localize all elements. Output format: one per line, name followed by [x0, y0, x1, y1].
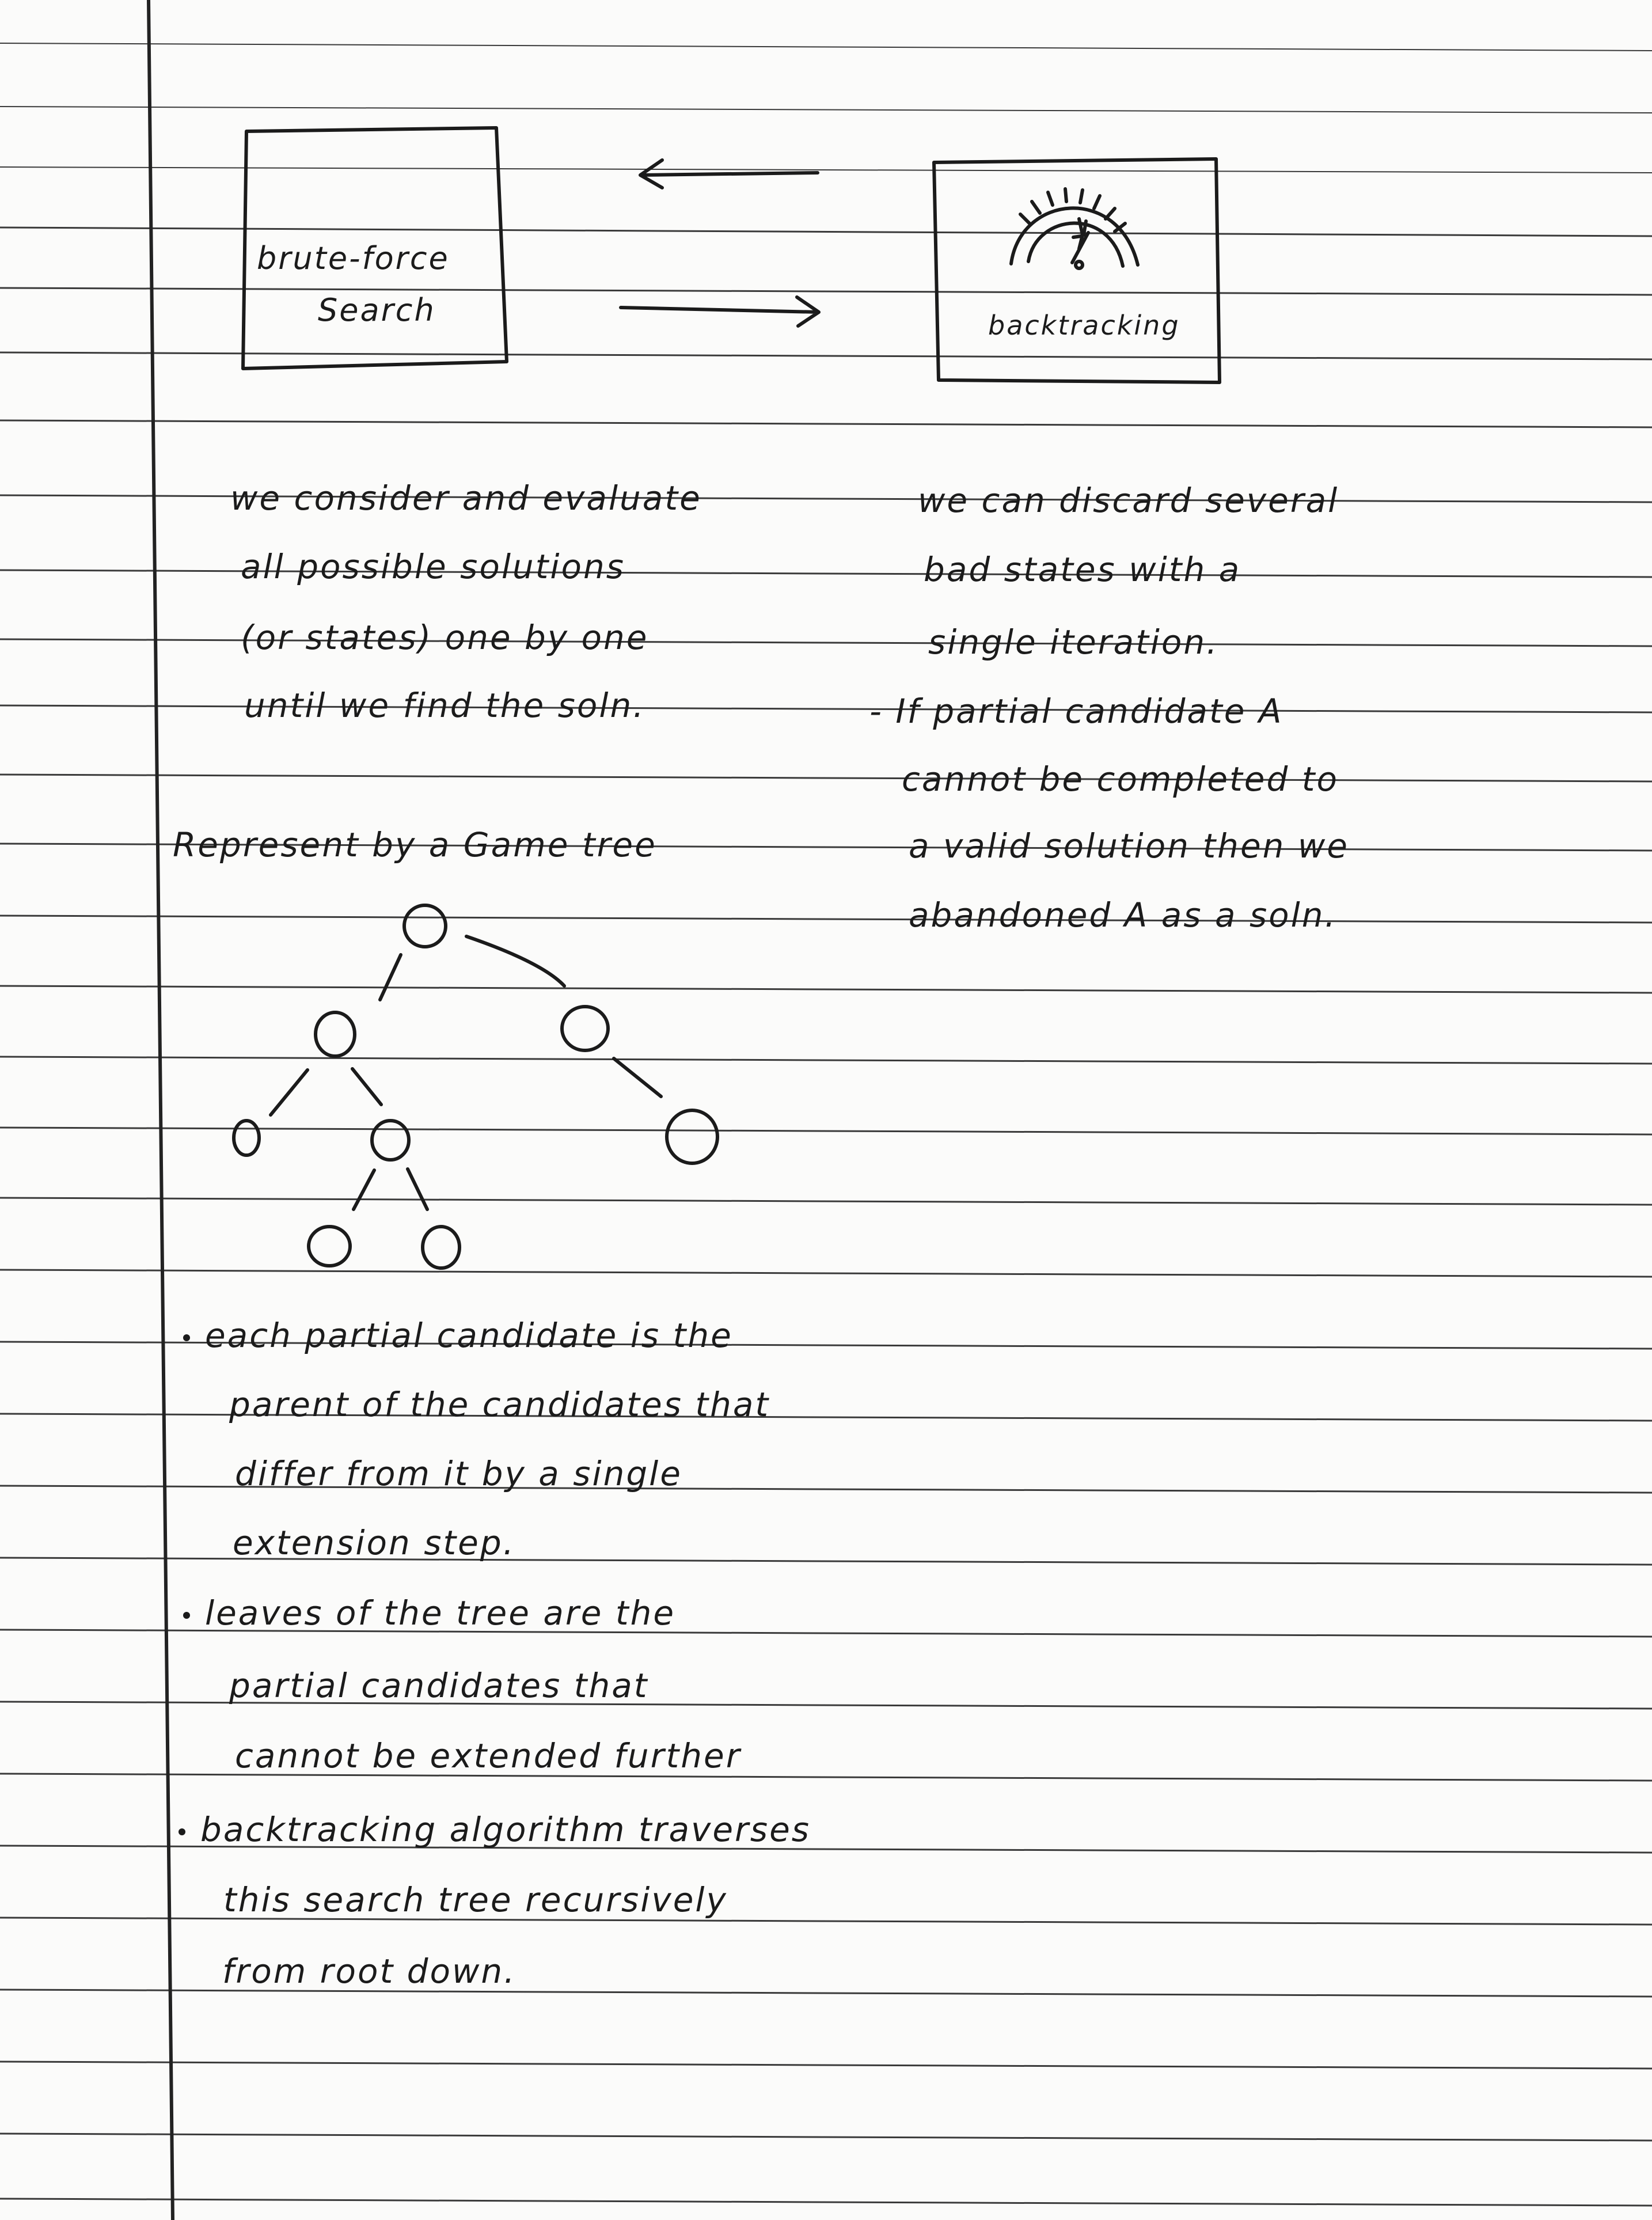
left-note-line: until we find the soln.: [244, 686, 645, 725]
bullet-line: differ from it by a single: [235, 1454, 682, 1493]
brute-force-box: [241, 126, 508, 370]
tree-node: [370, 1119, 411, 1162]
right-note-line: abandoned A as a soln.: [909, 895, 1337, 935]
right-note-line: cannot be completed to: [902, 760, 1339, 799]
bullet-line: partial candidates that: [229, 1666, 649, 1705]
bullet-line: cannot be extended further: [235, 1736, 742, 1775]
tree-edge: [612, 1057, 663, 1098]
tree-edge: [406, 1167, 429, 1211]
tree-edge: [378, 953, 402, 1001]
bullet-line: parent of the candidates that: [229, 1385, 770, 1424]
bullet-line: from root down.: [222, 1952, 517, 1991]
bullet-line: each partial candidate is the: [183, 1319, 733, 1352]
tree-node: [232, 1119, 261, 1157]
tree-heading: Represent by a Game tree: [173, 825, 657, 864]
tree-edge: [352, 1168, 376, 1211]
right-note-line: single iteration.: [928, 623, 1219, 662]
brute-force-label-line1: brute-force: [257, 240, 450, 276]
left-note-line: (or states) one by one: [241, 618, 649, 657]
brute-force-label-line2: Search: [318, 292, 436, 328]
tree-node: [307, 1225, 352, 1268]
right-note-line: bad states with a: [924, 550, 1241, 589]
bullet-line: leaves of the tree are the: [183, 1596, 675, 1630]
right-note-line: a valid solution then we: [909, 826, 1349, 866]
tree-edge: [465, 935, 566, 988]
bullet-dot: [179, 1828, 185, 1835]
tree-node: [560, 1005, 610, 1052]
backtracking-label: backtracking: [988, 310, 1180, 341]
margin-line: [147, 0, 174, 2220]
speedometer-icon: [1009, 187, 1140, 270]
bullet-line: backtracking algorithm traverses: [179, 1813, 811, 1846]
left-note-line: all possible solutions: [241, 547, 626, 586]
comparison-diagram: [241, 126, 1221, 384]
bullet-line: extension step.: [233, 1523, 516, 1562]
backtracking-box: [932, 157, 1221, 384]
game-tree: [232, 904, 719, 1270]
arrow-right: [619, 295, 821, 328]
right-note-line: we can discard several: [918, 481, 1339, 520]
left-note-line: we consider and evaluate: [230, 479, 702, 518]
bullet-dot: [183, 1334, 190, 1341]
tree-edge: [269, 1068, 309, 1117]
tree-edge: [351, 1067, 383, 1106]
arrow-left: [639, 158, 819, 189]
right-note-line: - If partial candidate A: [869, 692, 1283, 731]
bullet-dot: [183, 1611, 190, 1619]
tree-node: [314, 1011, 356, 1058]
bullet-line: this search tree recursively: [223, 1880, 728, 1919]
tree-node: [665, 1109, 719, 1165]
tree-node: [421, 1225, 461, 1270]
tree-node-root: [402, 904, 447, 948]
